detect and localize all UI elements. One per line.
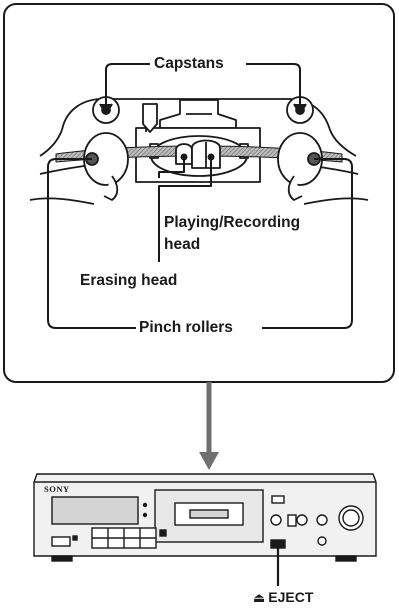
capstans-leader [105,63,150,114]
playing-head-leader [158,157,212,218]
deck-display [51,496,139,525]
playing-recording-head-label-line1: Playing/Recording [164,214,301,231]
tape-mechanism [29,96,369,205]
power-button [51,536,71,547]
eject-label-text: EJECT [268,589,314,605]
deck-brand-logo: SONY [44,484,70,494]
capstans-label: Capstans [151,55,227,73]
mechanism-plate-outline [61,98,331,131]
playing-recording-head-label: Playing/Recording head [164,214,300,254]
erasing-head-label: Erasing head [80,272,178,289]
playing-recording-head-label-line2: head [164,236,201,253]
eject-button-graphic [270,539,286,549]
cassette-deck [33,473,377,586]
connector-arrow [199,382,219,470]
pinch-rollers-label: Pinch rollers [136,319,236,337]
eject-label: ⏏EJECT [253,588,313,608]
erasing-head-leader [158,157,185,178]
pinch-rollers-leader [47,158,136,329]
eject-icon: ⏏ [253,591,266,606]
